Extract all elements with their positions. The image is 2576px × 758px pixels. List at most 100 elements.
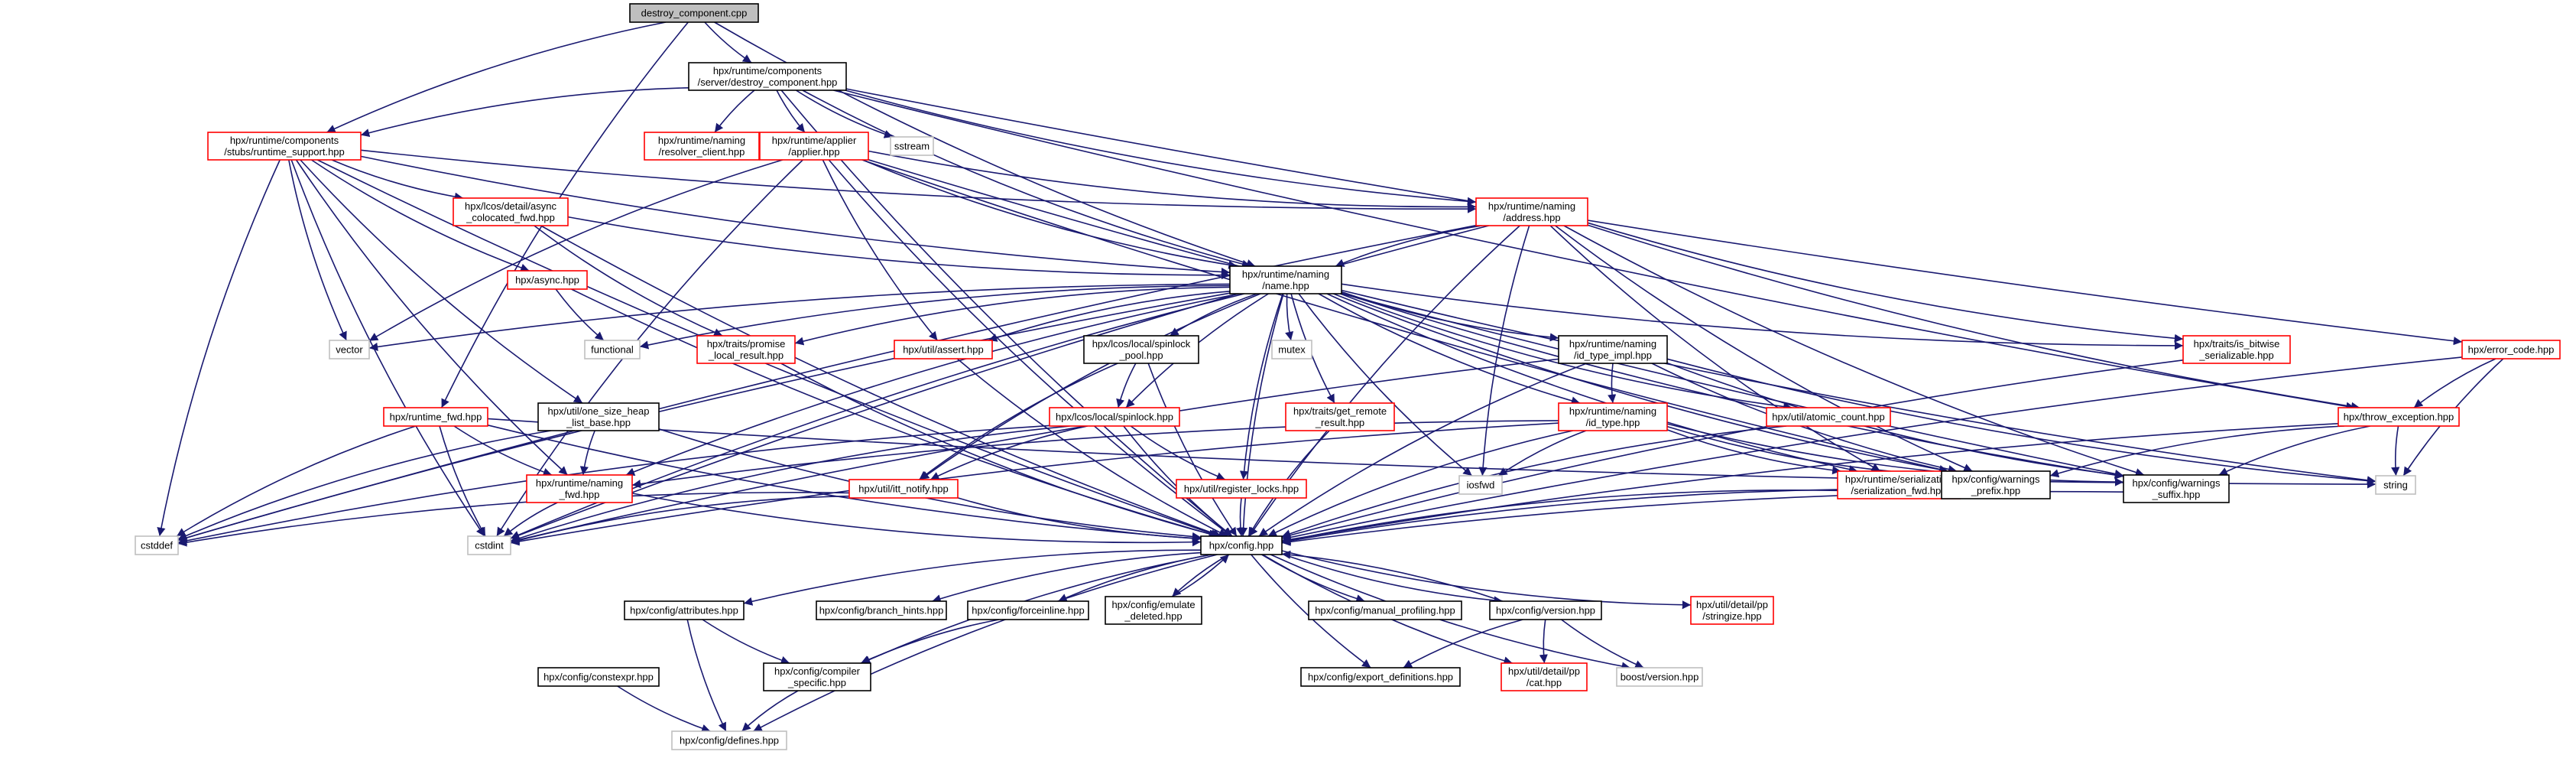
node-applier[interactable]: hpx/runtime/applier/applier.hpp — [759, 132, 869, 161]
node-async_colocated[interactable]: hpx/lcos/detail/async_colocated_fwd.hpp — [453, 197, 569, 226]
edge-async-to-functional — [555, 288, 605, 341]
node-get_remote[interactable]: hpx/traits/get_remote_result.hpp — [1285, 402, 1395, 431]
node-attributes[interactable]: hpx/config/attributes.hpp — [624, 600, 745, 620]
edge-naming_fwd-to-config — [631, 493, 1202, 547]
node-error_code[interactable]: hpx/error_code.hpp — [2461, 340, 2561, 359]
edge-name-to-warnings_prefix — [1333, 293, 1948, 474]
node-naming_fwd[interactable]: hpx/runtime/naming_fwd.hpp — [526, 474, 633, 503]
node-cstddef-label: cstddef — [141, 540, 173, 551]
node-one_size_heap-box — [537, 402, 660, 431]
node-atomic_count[interactable]: hpx/util/atomic_count.hpp — [1766, 407, 1891, 427]
edge-name-to-cstddef — [177, 292, 1231, 542]
node-one_size_heap[interactable]: hpx/util/one_size_heap_list_base.hpp — [537, 402, 660, 431]
node-spinlock_pool[interactable]: hpx/lcos/local/spinlock_pool.hpp — [1083, 335, 1199, 364]
node-itt_notify[interactable]: hpx/util/itt_notify.hpp — [848, 479, 959, 499]
node-get_remote-box — [1285, 402, 1395, 431]
edge-address-to-warnings_suffix — [1563, 225, 2145, 477]
node-id_type-label: hpx/runtime/naming/id_type.hpp — [1569, 405, 1656, 428]
node-register_locks-label: hpx/util/register_locks.hpp — [1184, 483, 1299, 495]
edge-name-to-string — [1341, 289, 2376, 485]
node-version-label: hpx/config/version.hpp — [1496, 605, 1595, 616]
node-one_size_heap-label: hpx/util/one_size_heap_list_base.hpp — [548, 405, 650, 428]
node-address[interactable]: hpx/runtime/naming/address.hpp — [1475, 197, 1588, 226]
node-warnings_suffix[interactable]: hpx/config/warnings_suffix.hpp — [2123, 474, 2230, 503]
edge-name-to-itt_notify — [920, 293, 1261, 480]
node-id_type_impl[interactable]: hpx/runtime/naming/id_type_impl.hpp — [1558, 335, 1668, 364]
edge-config-to-manual_profiling — [1261, 554, 1365, 603]
edge-server_destroy-to-resolver_client — [714, 89, 755, 133]
node-stringize-box — [1690, 596, 1774, 625]
edge-id_type-to-cstdint — [510, 422, 1559, 546]
node-id_type[interactable]: hpx/runtime/naming/id_type.hpp — [1558, 402, 1668, 431]
nodes-layer: destroy_component.cpp hpx/runtime/compone… — [135, 3, 2561, 750]
node-manual_profiling[interactable]: hpx/config/manual_profiling.hpp — [1308, 600, 1462, 620]
edge-server_destroy-to-stubs_runtime — [360, 87, 689, 138]
node-emulate_deleted[interactable]: hpx/config/emulate_deleted.hpp — [1105, 596, 1202, 625]
node-config[interactable]: hpx/config.hpp — [1200, 535, 1283, 555]
node-name[interactable]: hpx/runtime/naming/name.hpp — [1229, 265, 1342, 294]
node-forceinline[interactable]: hpx/config/forceinline.hpp — [967, 600, 1089, 620]
node-compiler_specific[interactable]: hpx/config/compiler_specific.hpp — [763, 662, 871, 691]
edge-id_type_impl-to-config — [1258, 363, 1588, 537]
edge-async_colocated-to-promise_local — [534, 225, 723, 337]
node-cat-box — [1501, 662, 1588, 691]
node-stubs_runtime-label: hpx/runtime/components/stubs/runtime_sup… — [224, 135, 345, 158]
node-resolver_client[interactable]: hpx/runtime/naming/resolver_client.hpp — [644, 132, 760, 161]
node-functional-box — [584, 340, 641, 359]
edge-name-to-mutex — [1285, 293, 1294, 341]
node-throw_exception[interactable]: hpx/throw_exception.hpp — [2338, 407, 2460, 427]
edge-address-to-serialization_fwd — [1549, 225, 1881, 472]
node-naming_fwd-label: hpx/runtime/naming_fwd.hpp — [536, 477, 623, 500]
node-version[interactable]: hpx/config/version.hpp — [1489, 600, 1602, 620]
edge-server_destroy-to-sstream — [795, 89, 894, 138]
node-root-label: destroy_component.cpp — [641, 8, 748, 19]
node-serialization_fwd-label: hpx/runtime/serialization/serialization_… — [1845, 473, 1952, 496]
edge-spinlock-to-cstdint — [510, 425, 1070, 543]
node-branch_hints-label: hpx/config/branch_hints.hpp — [819, 605, 944, 616]
node-warnings_prefix[interactable]: hpx/config/warnings_prefix.hpp — [1941, 470, 2051, 499]
node-vector-label: vector — [336, 344, 363, 356]
edge-stubs_runtime-to-vector — [288, 159, 347, 341]
node-itt_notify-box — [848, 479, 959, 499]
edge-throw_exception-to-warnings_suffix — [2218, 425, 2371, 476]
node-runtime_fwd[interactable]: hpx/runtime_fwd.hpp — [383, 407, 488, 427]
node-stubs_runtime[interactable]: hpx/runtime/components/stubs/runtime_sup… — [207, 132, 362, 161]
node-error_code-box — [2461, 340, 2561, 359]
node-register_locks[interactable]: hpx/util/register_locks.hpp — [1176, 479, 1307, 499]
node-is_bitwise[interactable]: hpx/traits/is_bitwise_serializable.hpp — [2182, 335, 2291, 364]
node-serialization_fwd[interactable]: hpx/runtime/serialization/serialization_… — [1837, 470, 1961, 499]
node-stringize[interactable]: hpx/util/detail/pp/stringize.hpp — [1690, 596, 1774, 625]
node-spinlock[interactable]: hpx/lcos/local/spinlock.hpp — [1049, 407, 1180, 427]
node-constexpr[interactable]: hpx/config/constexpr.hpp — [537, 667, 660, 687]
node-config-label: hpx/config.hpp — [1209, 540, 1274, 551]
node-async[interactable]: hpx/async.hpp — [507, 270, 588, 290]
edge-address-to-cstdint — [510, 225, 1489, 540]
edge-server_destroy-to-throw_exception — [833, 89, 2355, 411]
node-async-label: hpx/async.hpp — [515, 275, 579, 286]
edge-name-to-iosfwd — [1298, 293, 1473, 477]
node-manual_profiling-box — [1308, 600, 1462, 620]
node-is_bitwise-label: hpx/traits/is_bitwise_serializable.hpp — [2194, 338, 2280, 361]
edge-name-to-functional — [639, 285, 1231, 350]
node-warnings_prefix-box — [1941, 470, 2051, 499]
node-branch_hints[interactable]: hpx/config/branch_hints.hpp — [816, 600, 947, 620]
edge-serialization_fwd-to-config — [1281, 489, 1838, 545]
edge-server_destroy-to-applier — [776, 89, 806, 133]
node-string: string — [2375, 475, 2416, 495]
node-assert-box — [894, 340, 993, 359]
node-id_type_impl-box — [1558, 335, 1668, 364]
node-server_destroy[interactable]: hpx/runtime/components/server/destroy_co… — [688, 62, 847, 91]
node-cat[interactable]: hpx/util/detail/pp/cat.hpp — [1501, 662, 1588, 691]
node-root[interactable]: destroy_component.cpp — [629, 3, 759, 23]
node-defines-box — [671, 730, 787, 750]
node-functional-label: functional — [591, 344, 634, 356]
node-export_definitions[interactable]: hpx/config/export_definitions.hpp — [1300, 667, 1461, 687]
node-defines: hpx/config/defines.hpp — [671, 730, 787, 750]
edge-runtime_fwd-to-config — [487, 425, 1202, 543]
node-promise_local[interactable]: hpx/traits/promise_local_result.hpp — [696, 335, 796, 364]
node-assert[interactable]: hpx/util/assert.hpp — [894, 340, 993, 359]
node-iosfwd-box — [1458, 475, 1503, 495]
node-string-label: string — [2383, 480, 2408, 491]
edge-applier-to-assert — [822, 159, 939, 341]
node-promise_local-box — [696, 335, 796, 364]
